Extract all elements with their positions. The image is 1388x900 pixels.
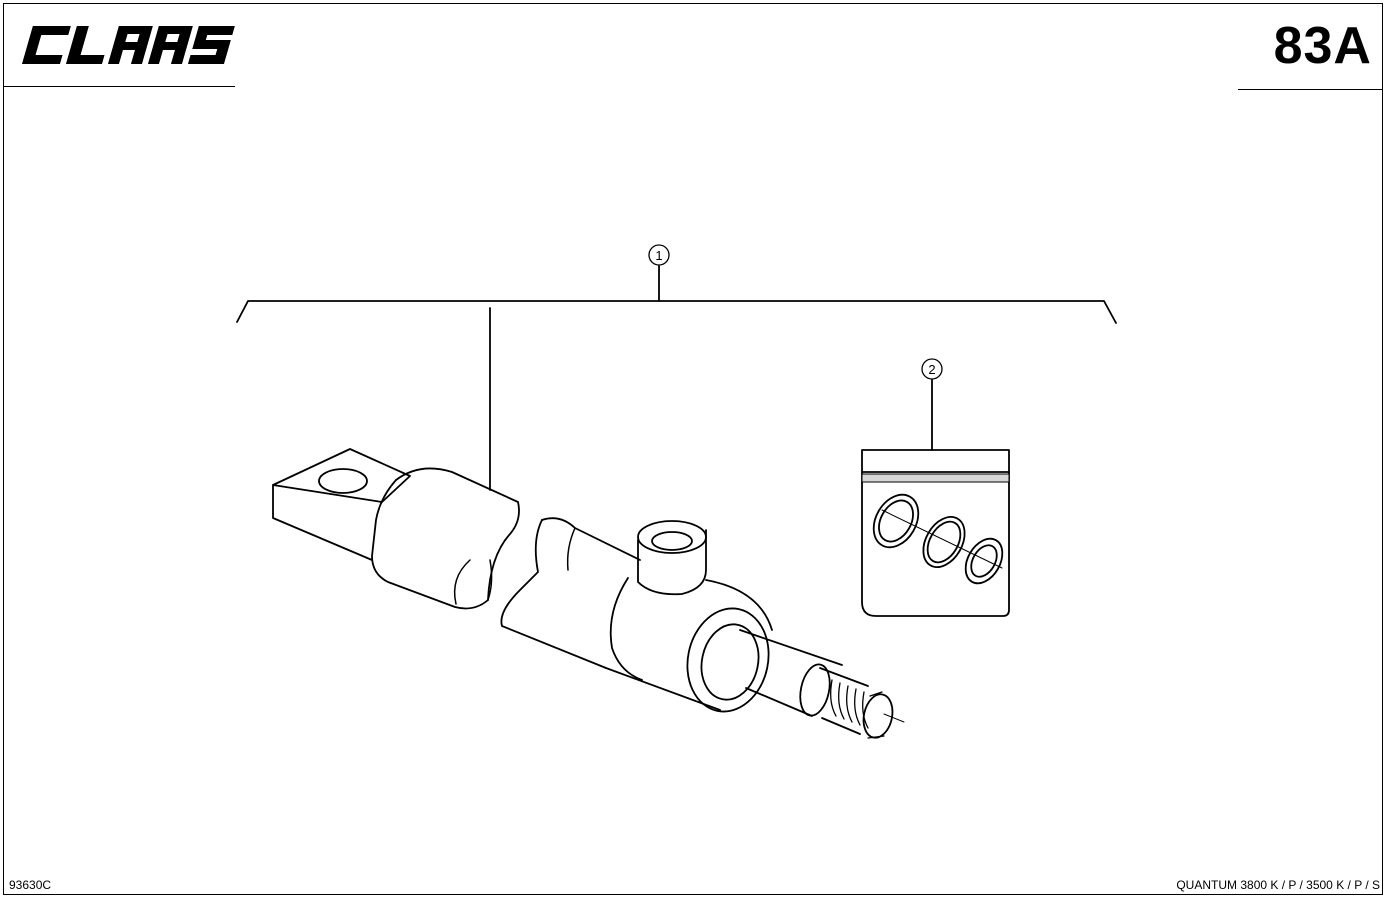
callout-2-number: 2 <box>928 362 935 377</box>
page-number: 83A <box>1273 17 1372 75</box>
claas-logo <box>20 22 240 73</box>
seal-kit-box <box>861 449 1010 617</box>
callout-1-number: 1 <box>655 248 662 263</box>
drawing-id: 93630C <box>9 878 52 892</box>
callout-1-bracket <box>236 265 1117 491</box>
seal-ring-small <box>964 537 1004 585</box>
logo-underline <box>3 86 235 87</box>
callout-1-marker: 1 <box>648 244 670 266</box>
page-frame <box>3 3 1383 895</box>
page-number-underline <box>1238 89 1383 90</box>
callout-2-marker: 2 <box>921 358 943 451</box>
seal-ring-large <box>872 493 920 549</box>
hydraulic-cylinder <box>272 448 905 739</box>
model-designation: QUANTUM 3800 K / P / 3500 K / P / S <box>1176 878 1380 892</box>
seal-ring-medium <box>922 516 966 568</box>
